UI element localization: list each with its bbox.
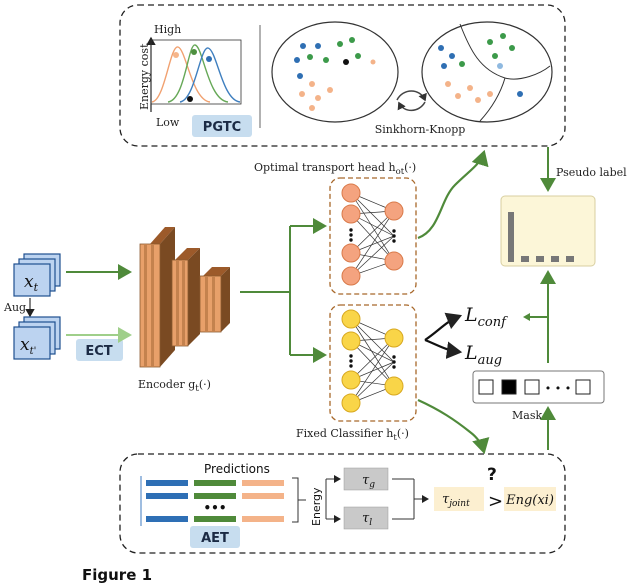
classifier-network bbox=[329, 304, 417, 422]
svg-text:PGTC: PGTC bbox=[203, 120, 241, 135]
classifier-label: Fixed Classifier ht(·) bbox=[296, 427, 409, 443]
ect-tag: ECT bbox=[76, 339, 123, 361]
encoder-to-heads-arrows bbox=[240, 218, 327, 363]
energy-curves-plot: High Low Energy cost bbox=[138, 23, 242, 129]
classifier-to-aet-arrow bbox=[417, 398, 490, 455]
curve-blue bbox=[179, 47, 241, 103]
loss-aug: Laug bbox=[464, 342, 502, 368]
figure-caption: Figure 1 bbox=[82, 566, 153, 584]
aet-tag: AET bbox=[190, 526, 240, 548]
encoder-block bbox=[139, 227, 230, 368]
tau-joint-box: τjoint bbox=[434, 487, 484, 511]
svg-text:•••: ••• bbox=[203, 501, 226, 515]
cluster-ellipse-right bbox=[421, 21, 553, 123]
aug-label: Aug bbox=[3, 301, 26, 314]
svg-text:Eng(xi): Eng(xi) bbox=[505, 493, 554, 508]
question-mark: ? bbox=[487, 465, 497, 485]
input-xt-stack: xt bbox=[13, 253, 61, 297]
eng-xi-box: Eng(xi) bbox=[504, 487, 556, 511]
axis-ylabel: Energy cost bbox=[138, 43, 151, 110]
greater-than: > bbox=[488, 491, 503, 512]
cycle-arrow bbox=[396, 90, 427, 112]
ot-head-network bbox=[329, 177, 417, 295]
loss-arrows bbox=[424, 312, 463, 359]
mask-vector: • • • bbox=[472, 370, 605, 404]
sinkhorn-label: Sinkhorn-Knopp bbox=[375, 123, 466, 136]
predictions-label: Predictions bbox=[204, 462, 270, 476]
loss-conf: Lconf bbox=[464, 304, 508, 330]
axis-low-label: Low bbox=[156, 116, 180, 129]
curve-green bbox=[167, 44, 229, 103]
encoder-label: Encoder gt(·) bbox=[138, 378, 211, 394]
svg-text:xt: xt bbox=[24, 272, 39, 294]
aet-panel bbox=[119, 453, 566, 554]
svg-text:• • •: • • • bbox=[545, 382, 571, 395]
pseudo-label-histogram bbox=[500, 195, 596, 267]
pgtc-tag: PGTC bbox=[192, 115, 252, 137]
svg-text:ECT: ECT bbox=[85, 344, 112, 359]
axis-high-label: High bbox=[154, 23, 181, 36]
mask-label: Mask bbox=[512, 409, 542, 422]
prediction-bars: ••• bbox=[140, 476, 284, 526]
ot-to-sinkhorn-arrow bbox=[417, 149, 489, 240]
svg-text:AET: AET bbox=[201, 531, 229, 546]
svg-text:Energy: Energy bbox=[310, 487, 323, 526]
svg-text:xt': xt' bbox=[20, 335, 36, 357]
pseudo-label-text: Pseudo label bbox=[556, 166, 627, 179]
tau-merge-arrows bbox=[392, 478, 429, 520]
pgtc-sinkhorn-panel bbox=[119, 4, 566, 147]
curve-orange bbox=[151, 46, 211, 103]
ot-head-label: Optimal transport head hot(·) bbox=[254, 161, 416, 177]
tau-g-box: τg bbox=[343, 467, 389, 491]
svg-text:τg: τg bbox=[362, 473, 375, 490]
svg-text:τjoint: τjoint bbox=[442, 492, 470, 509]
svg-text:τl: τl bbox=[362, 511, 372, 528]
input-xtprime-stack: xt' bbox=[13, 316, 61, 360]
cluster-ellipse-left bbox=[271, 21, 399, 123]
energy-brace: Energy bbox=[292, 475, 341, 526]
tau-l-box: τl bbox=[343, 506, 389, 530]
